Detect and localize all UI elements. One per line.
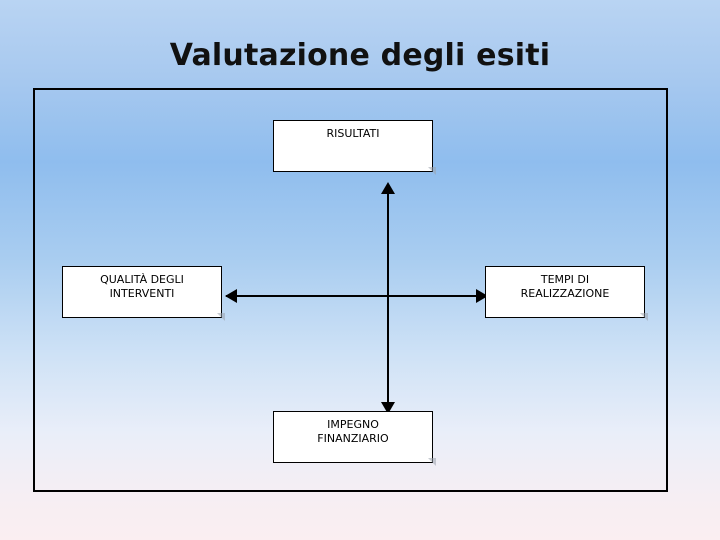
arrowhead-left-icon [225, 289, 237, 303]
node-risultati[interactable]: RISULTATI [273, 120, 436, 175]
node-impegno-label: IMPEGNO FINANZIARIO [317, 418, 389, 445]
node-qualita-label: QUALITÀ DEGLI INTERVENTI [100, 273, 184, 300]
node-tempi-label: TEMPI DI REALIZZAZIONE [520, 273, 610, 300]
node-impegno-finanziario[interactable]: IMPEGNO FINANZIARIO [273, 411, 436, 466]
connector-horizontal-line [226, 295, 488, 297]
node-qualita-degli-interventi[interactable]: QUALITÀ DEGLI INTERVENTI [62, 266, 225, 321]
connector-vertical-line [387, 184, 389, 414]
page-title: Valutazione degli esiti [169, 38, 551, 73]
node-risultati-label: RISULTATI [326, 127, 380, 140]
arrowhead-up-icon [381, 182, 395, 194]
node-tempi-di-realizzazione[interactable]: TEMPI DI REALIZZAZIONE [485, 266, 648, 321]
